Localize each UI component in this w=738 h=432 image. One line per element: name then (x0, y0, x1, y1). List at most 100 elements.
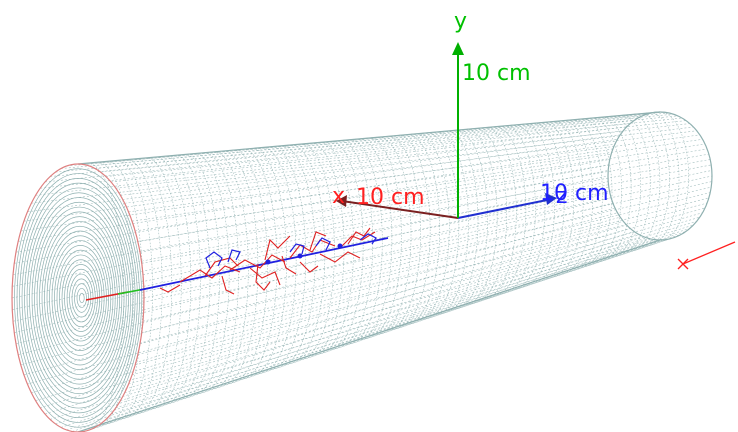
cylinder-generator-line (128, 134, 700, 213)
cylinder-section-ring (233, 149, 268, 382)
cylinder-section-ring (174, 155, 211, 401)
cylinder-section-ring (368, 137, 402, 337)
cylinder-generator-line (132, 138, 703, 222)
cylinder-generator-line (105, 117, 683, 177)
cylinder-section-ring (87, 162, 125, 430)
electron-track (227, 249, 241, 263)
interaction-vertex (297, 253, 303, 259)
cylinder-section-ring (417, 133, 450, 321)
cylinder-generator-line (141, 192, 711, 333)
front-face-ring (76, 288, 87, 308)
z-axis-line (457, 198, 553, 219)
front-face-ring (39, 216, 120, 380)
cylinder-generator-line (23, 212, 618, 376)
front-face-ring (44, 225, 116, 371)
cylinder-section-ring (572, 119, 603, 270)
front-face-ring (31, 201, 127, 395)
front-face-ring (21, 182, 136, 414)
secondary-shower-track (249, 267, 281, 286)
cylinder-section-ring (456, 129, 488, 308)
cylinder-section-ring (349, 139, 383, 343)
cylinder-generator-line (14, 192, 610, 333)
cylinder-section-ring (398, 135, 431, 327)
front-face-ring (49, 235, 112, 361)
cylinder-section-ring (630, 114, 661, 250)
cylinder-generator-line (40, 123, 631, 189)
cylinder-generator-line (137, 148, 708, 242)
cylinder-section-ring (446, 130, 479, 311)
cylinder-section-ring (330, 141, 364, 350)
secondary-shower-track (179, 265, 241, 283)
coordinate-axes: y 10 cm x 10 cm z 10 cm (332, 9, 609, 219)
cylinder-section-ring (475, 128, 507, 302)
z-axis-name: z (556, 184, 568, 209)
front-face-ring (56, 249, 105, 347)
front-face-ring (26, 192, 132, 404)
cylinder-generator-line (66, 238, 652, 431)
secondary-shower-track (281, 255, 297, 275)
cylinder-generator-line (110, 231, 687, 415)
front-face-ring (59, 254, 103, 342)
cylinder-section-ring (136, 158, 173, 414)
front-face-ring (41, 221, 118, 375)
cylinder-section-ring (524, 123, 555, 286)
front-face-ring (14, 168, 143, 428)
cylinder-generator-line (143, 175, 713, 299)
origin-marker (677, 241, 736, 270)
cylinder-section-ring (281, 145, 316, 366)
secondary-shower-track (229, 254, 286, 271)
cylinder-generator-line (35, 224, 627, 401)
cylinder-generator-line (115, 228, 690, 409)
cylinder-generator-line (115, 123, 690, 189)
cylinder-section-ring (533, 122, 565, 282)
cylinder-section-ring (659, 111, 689, 241)
cylinder-generator-line (60, 237, 647, 428)
cylinder-generator-line (20, 143, 616, 232)
cylinder-generator-line (14, 159, 610, 264)
cylinder-section-ring (213, 151, 249, 388)
cylinder-generator-lines (11, 111, 713, 432)
detector-cylinder (11, 111, 713, 432)
cylinder-section-ring (621, 115, 651, 254)
cylinder-section-ring (301, 143, 335, 359)
cylinder-generator-line (95, 113, 674, 169)
front-face-ring (24, 187, 134, 409)
cylinder-generator-line (83, 239, 665, 432)
front-face-ring (36, 211, 123, 385)
x-axis-arrowhead (336, 195, 347, 207)
x-axis-name: x (332, 184, 345, 209)
cylinder-section-ring (601, 116, 632, 260)
cylinder-section-ring (339, 140, 374, 346)
cylinder-generator-line (143, 181, 712, 310)
particle-tracks (85, 227, 389, 301)
cylinder-section-ring (378, 136, 412, 334)
secondary-shower-track (255, 263, 271, 291)
cylinder-generator-line (18, 148, 613, 242)
cylinder-section-ring (291, 144, 326, 362)
y-axis-name: y (454, 9, 467, 34)
cylinder-generator-line (31, 130, 624, 204)
cylinder-end-cap (607, 111, 713, 241)
cylinder-generator-line (110, 120, 687, 183)
cylinder-section-ring (242, 148, 278, 378)
cylinder-generator-line (50, 117, 639, 177)
cylinder-generator-line (142, 186, 712, 322)
cylinder-section-ring (650, 112, 680, 244)
electron-track (359, 233, 377, 245)
cylinder-generator-line (120, 126, 694, 196)
x-axis-line (341, 200, 459, 219)
cylinder-top-edge (77, 111, 661, 165)
secondary-shower-track (299, 261, 319, 273)
cylinder-section-ring (204, 152, 240, 391)
electron-track (315, 237, 331, 251)
secondary-shower-track (264, 235, 291, 261)
front-face-ring (46, 230, 114, 366)
interaction-vertex (265, 259, 271, 265)
secondary-shower-track (309, 231, 327, 251)
cylinder-generator-line (50, 233, 639, 420)
secondary-shower-track (339, 231, 376, 249)
cylinder-back-rim (607, 111, 713, 241)
cylinder-section-ring (155, 156, 192, 407)
interaction-vertex (337, 243, 343, 249)
